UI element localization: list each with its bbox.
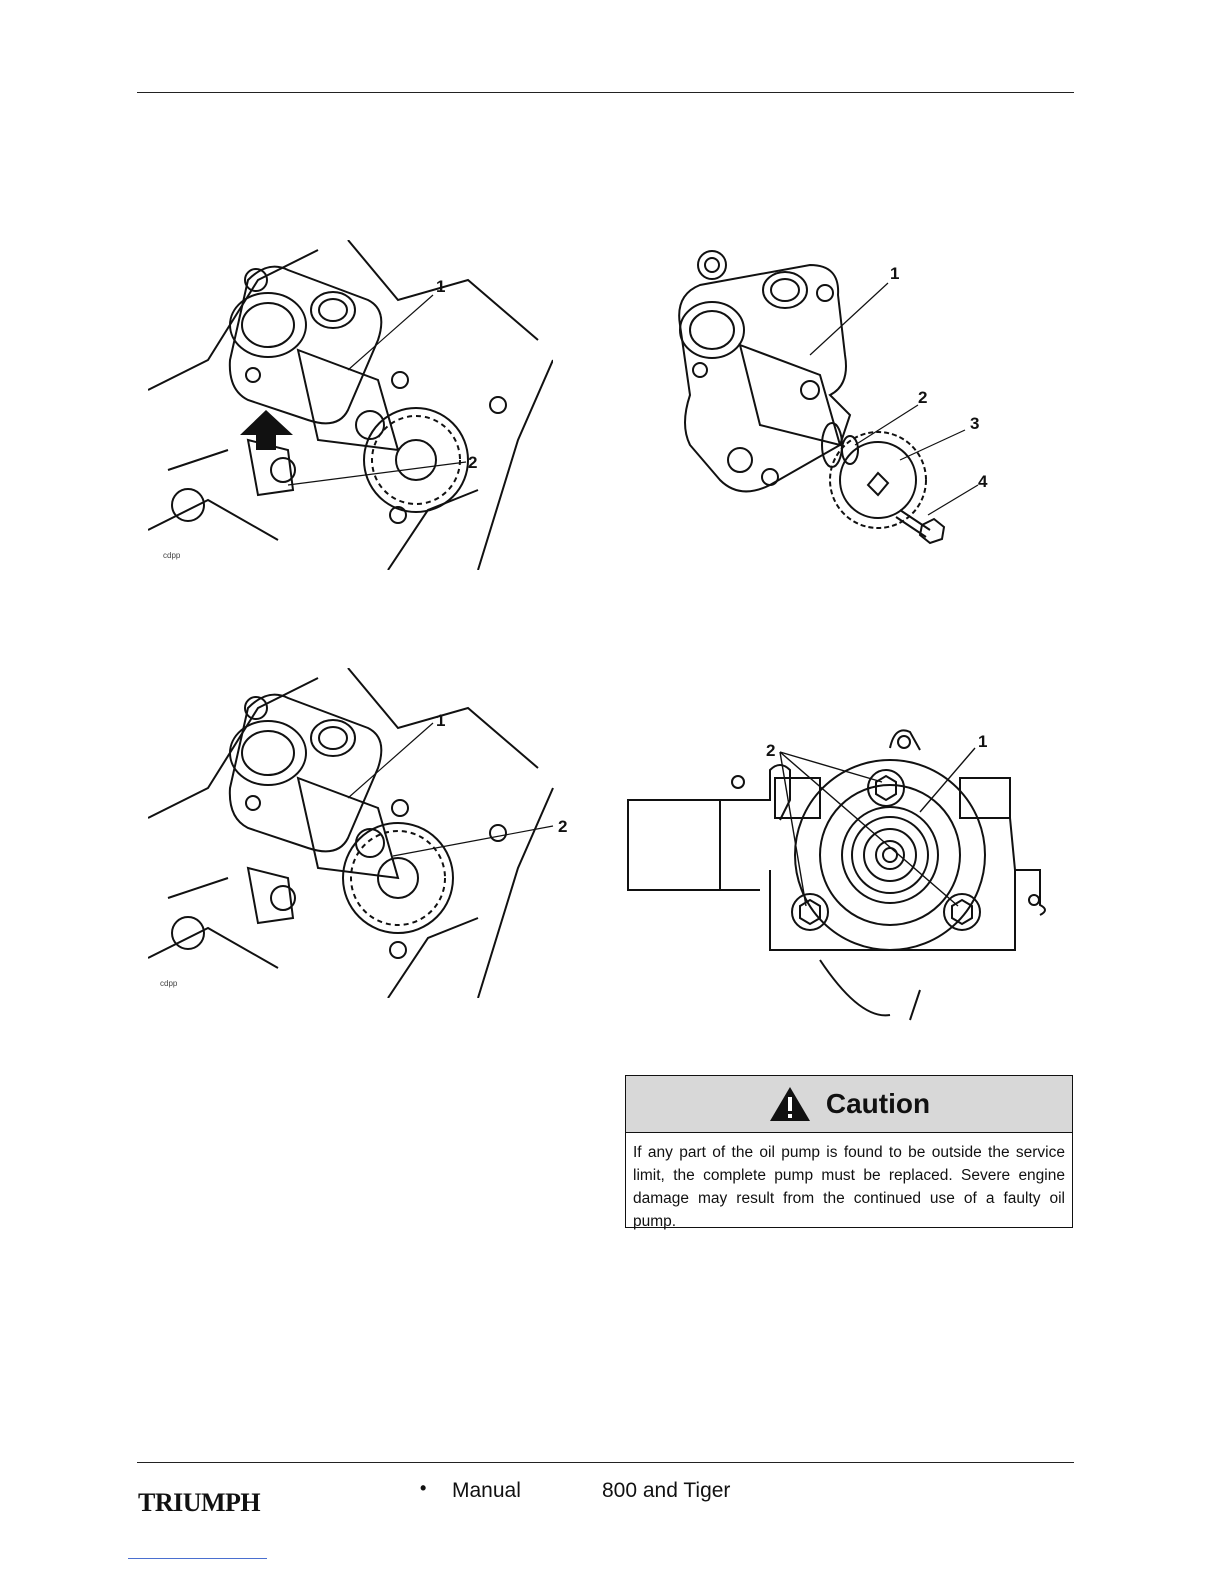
callout-1: 1: [978, 732, 987, 751]
caution-header: Caution: [626, 1076, 1072, 1133]
illustration-pump-exploded: 1 2 3 4: [660, 245, 1000, 565]
callout-2: 2: [468, 453, 477, 472]
warning-triangle-icon: [768, 1085, 812, 1123]
illustration-tag: cdpp: [160, 979, 178, 988]
triumph-logo: TRIUMPH: [138, 1488, 260, 1518]
callout-1: 1: [436, 277, 445, 296]
callout-2: 2: [558, 817, 567, 836]
footer-manual-text: Manual: [452, 1479, 521, 1503]
callout-2: 2: [766, 741, 775, 760]
illustration-pump-cover: 2 1: [620, 720, 1060, 1030]
header-rule: [137, 92, 1074, 93]
illustration-pump-installed: 1 2 cdpp: [148, 240, 553, 570]
illustration-pump-sprocket: 1 2 cdpp: [148, 668, 578, 998]
caution-box: Caution If any part of the oil pump is f…: [625, 1075, 1073, 1228]
figure-pump-cover-bolts: 2 1: [620, 720, 1060, 1030]
callout-1: 1: [890, 264, 899, 283]
caution-title: Caution: [826, 1088, 930, 1120]
footer-link-underline: [128, 1558, 267, 1559]
callout-2: 2: [918, 388, 927, 407]
callout-1: 1: [436, 711, 445, 730]
footer-model-text: 800 and Tiger: [602, 1479, 730, 1503]
figure-pump-sprocket-fitted: 1 2 cdpp: [148, 668, 578, 998]
caution-text: If any part of the oil pump is found to …: [626, 1133, 1072, 1233]
illustration-tag: cdpp: [163, 551, 181, 560]
footer-rule: [137, 1462, 1074, 1463]
footer-bullet: •: [420, 1478, 426, 1499]
figure-pump-installed-arrow: 1 2 cdpp: [148, 240, 553, 570]
figure-pump-exploded: 1 2 3 4: [660, 245, 1000, 565]
callout-4: 4: [978, 472, 988, 491]
callout-3: 3: [970, 414, 979, 433]
